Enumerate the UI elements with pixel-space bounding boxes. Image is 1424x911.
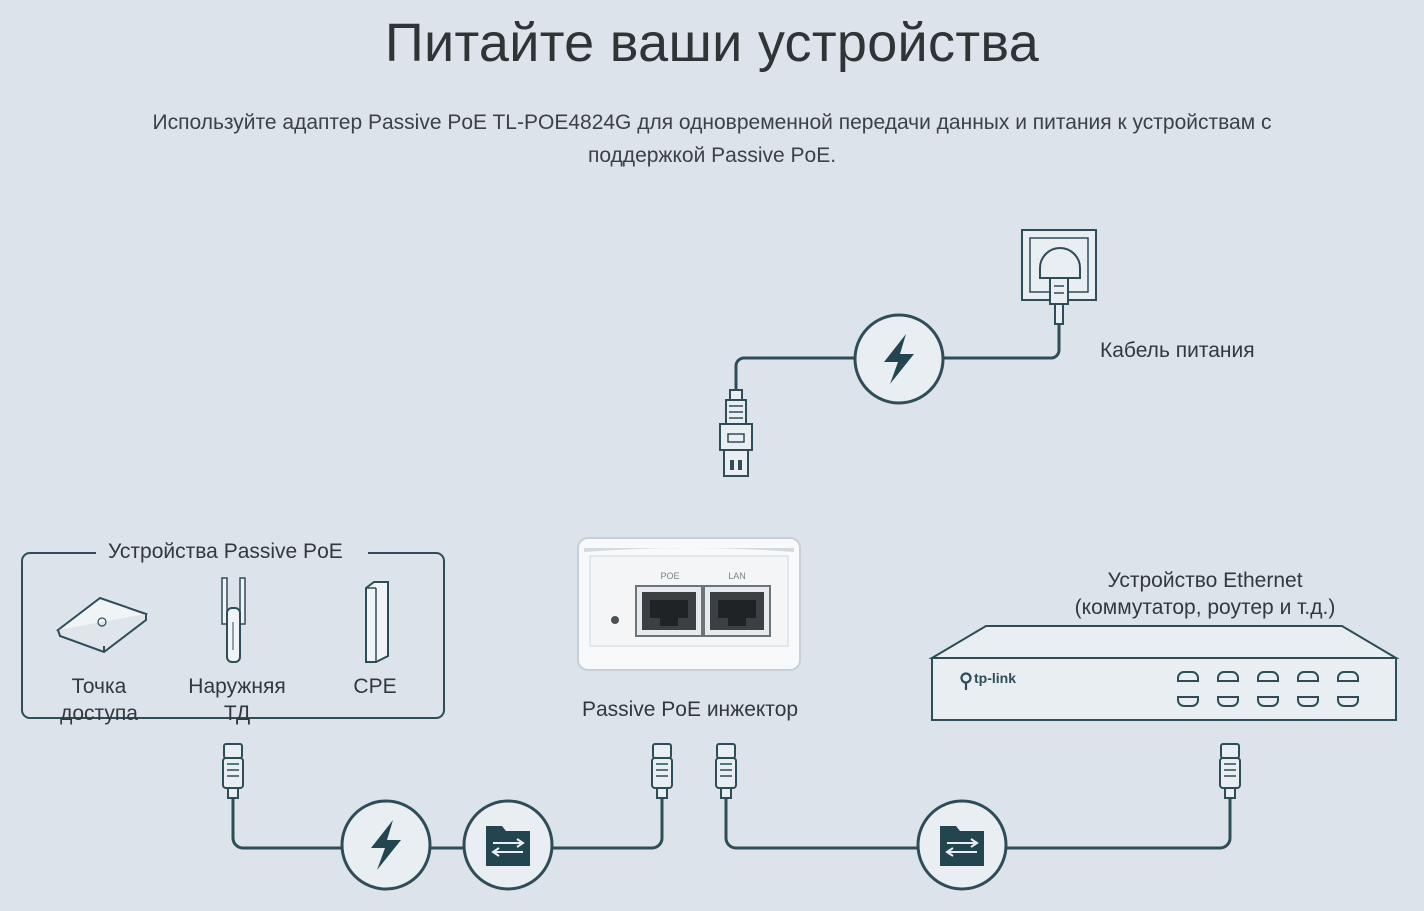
rj45-plug-injector-lan (715, 743, 737, 799)
cpe-icon (365, 581, 389, 663)
rj45-plug-injector-poe (651, 743, 673, 799)
outdoor-ap-label: Наружняя ТД (172, 673, 302, 727)
outdoor-ap-icon (221, 577, 246, 663)
ethernet-device-label: Устройство Ethernet (коммутатор, роутер … (1030, 567, 1380, 621)
poe-port (635, 585, 703, 637)
cpe-label: CPE (353, 675, 397, 698)
lan-data-folder-icon (916, 799, 1008, 891)
poe-data-folder-icon (462, 799, 554, 891)
power-cable-label: Кабель питания (1100, 339, 1255, 362)
rj45-plug-ap (222, 743, 244, 799)
access-point-label: Точка доступа (39, 673, 159, 727)
access-point-label-line2: доступа (60, 702, 138, 725)
poe-cable (231, 798, 664, 850)
page-subtitle: Используйте адаптер Passive PoE TL-POE48… (100, 106, 1324, 172)
outdoor-ap-label-line1: Наружняя (188, 675, 286, 698)
injector-port-lan-label: LAN (728, 571, 746, 581)
passive-devices-frame (21, 552, 445, 719)
iec-power-plug (719, 389, 753, 477)
outdoor-ap-label-line2: ТД (223, 702, 251, 725)
ethernet-switch (928, 625, 1400, 721)
rj45-plug-switch (1219, 743, 1241, 799)
wall-socket (1021, 229, 1097, 325)
subtitle-line-1: Используйте адаптер Passive PoE TL-POE48… (152, 111, 1272, 134)
access-point-icon (55, 596, 149, 654)
ethernet-label-line1: Устройство Ethernet (1107, 569, 1303, 592)
lan-port (703, 585, 771, 637)
page-title: Питайте ваши устройства (384, 13, 1040, 73)
poe-injector (577, 537, 801, 671)
tp-link-logo (960, 672, 972, 690)
injector-port-poe-label: POE (660, 571, 680, 581)
ethernet-label-line2: (коммутатор, роутер и т.д.) (1074, 596, 1336, 619)
injector-label: Passive PoE инжектор (581, 698, 799, 721)
poe-lightning-icon (340, 799, 432, 891)
subtitle-line-2: поддержкой Passive PoE. (587, 144, 837, 167)
access-point-label-line1: Точка (71, 675, 127, 698)
passive-devices-group-title: Устройства Passive PoE (108, 540, 343, 563)
tp-link-brand: tp-link (974, 670, 1016, 686)
power-lightning-icon (853, 313, 945, 405)
